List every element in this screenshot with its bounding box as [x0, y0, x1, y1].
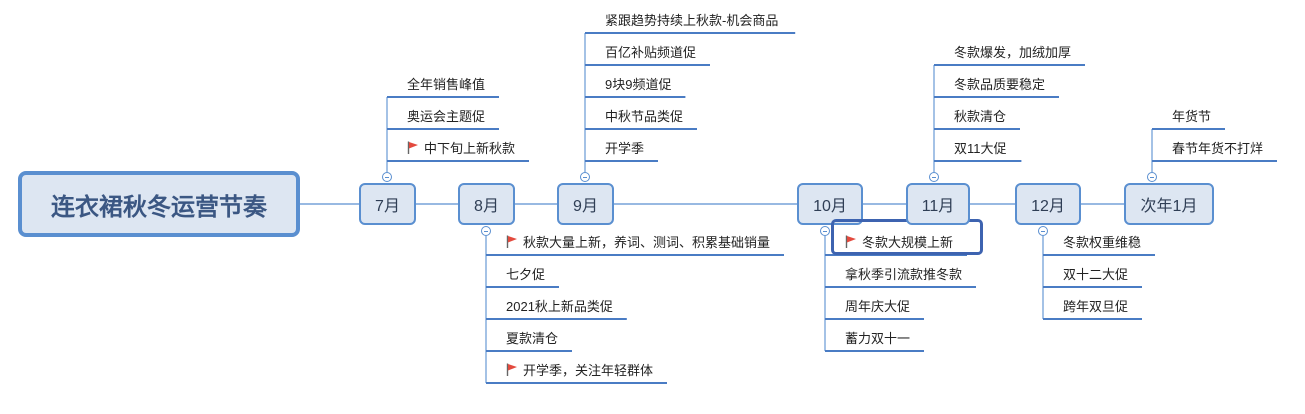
topic-item[interactable]: 中下旬上新秋款 — [407, 133, 515, 161]
red-flag-icon — [407, 141, 419, 154]
topic-text: 百亿补贴频道促 — [605, 44, 697, 60]
topic-item[interactable]: 拿秋季引流款推冬款 — [845, 259, 962, 287]
topic-item[interactable]: 奥运会主题促 — [407, 101, 485, 129]
topic-text: 蓄力双十一 — [845, 330, 911, 346]
month-label: 10月 — [813, 198, 847, 215]
month-label: 次年1月 — [1140, 198, 1198, 215]
topic-text: 夏款清仓 — [506, 330, 559, 346]
topic-text: 9块9频道促 — [605, 76, 672, 92]
month-node[interactable]: 次年1月 — [1124, 183, 1214, 225]
topic-item[interactable]: 蓄力双十一 — [845, 323, 910, 351]
collapse-toggle[interactable] — [382, 172, 392, 182]
collapse-toggle[interactable] — [1147, 172, 1157, 182]
topic-item[interactable]: 夏款清仓 — [506, 323, 558, 351]
red-flag-icon — [506, 235, 518, 248]
topic-item[interactable]: 周年庆大促 — [845, 291, 910, 319]
topic-text: 双十二大促 — [1063, 266, 1129, 282]
topic-text: 冬款权重维稳 — [1063, 234, 1142, 250]
topic-text: 中秋节品类促 — [605, 108, 684, 124]
topic-text: 开学季 — [605, 140, 645, 156]
topic-text: 秋款清仓 — [954, 108, 1007, 124]
topic-item[interactable]: 年货节 — [1172, 101, 1211, 129]
topic-item[interactable]: 全年销售峰值 — [407, 69, 485, 97]
topic-text: 年货节 — [1172, 108, 1212, 124]
month-node[interactable]: 12月 — [1015, 183, 1081, 225]
month-node[interactable]: 8月 — [458, 183, 515, 225]
collapse-toggle[interactable] — [1038, 226, 1048, 236]
topic-item[interactable]: 七夕促 — [506, 259, 545, 287]
topic-item[interactable]: 双11大促 — [954, 133, 1007, 161]
month-label: 7月 — [375, 198, 400, 215]
month-node[interactable]: 9月 — [557, 183, 614, 225]
root-title: 连衣裙秋冬运营节奏 — [51, 193, 267, 221]
collapse-toggle[interactable] — [580, 172, 590, 182]
topic-item[interactable]: 冬款爆发，加绒加厚 — [954, 37, 1071, 65]
topic-item[interactable]: 9块9频道促 — [605, 69, 671, 97]
topic-item[interactable]: 秋款清仓 — [954, 101, 1006, 129]
collapse-toggle[interactable] — [820, 226, 830, 236]
topic-text: 开学季，关注年轻群体 — [523, 362, 654, 378]
topic-text: 2021秋上新品类促 — [506, 298, 613, 314]
topic-text: 冬款品质要稳定 — [954, 76, 1046, 92]
month-label: 12月 — [1031, 198, 1065, 215]
red-flag-icon — [506, 363, 518, 376]
topic-text: 秋款大量上新，养词、测词、积累基础销量 — [523, 234, 771, 250]
topic-item[interactable]: 开学季，关注年轻群体 — [506, 355, 653, 383]
topic-text: 拿秋季引流款推冬款 — [845, 266, 963, 282]
topic-item[interactable]: 中秋节品类促 — [605, 101, 683, 129]
red-flag-icon — [845, 235, 857, 248]
topic-item[interactable]: 冬款权重维稳 — [1063, 227, 1141, 255]
month-label: 9月 — [573, 198, 598, 215]
topic-item[interactable]: 秋款大量上新，养词、测词、积累基础销量 — [506, 227, 770, 255]
topic-item[interactable]: 冬款品质要稳定 — [954, 69, 1045, 97]
topic-text: 紧跟趋势持续上秋款-机会商品 — [605, 12, 779, 28]
topic-text: 跨年双旦促 — [1063, 298, 1129, 314]
topic-item[interactable]: 跨年双旦促 — [1063, 291, 1128, 319]
topic-item[interactable]: 双十二大促 — [1063, 259, 1128, 287]
topic-text: 中下旬上新秋款 — [424, 140, 516, 156]
month-node[interactable]: 11月 — [906, 183, 970, 225]
topic-item[interactable]: 百亿补贴频道促 — [605, 37, 696, 65]
topic-text: 周年庆大促 — [845, 298, 911, 314]
topic-text: 春节年货不打烊 — [1172, 140, 1264, 156]
topic-text: 冬款爆发，加绒加厚 — [954, 44, 1072, 60]
topic-item[interactable]: 春节年货不打烊 — [1172, 133, 1263, 161]
month-label: 8月 — [474, 198, 499, 215]
month-node[interactable]: 7月 — [359, 183, 416, 225]
topic-item[interactable]: 冬款大规模上新 — [845, 227, 953, 255]
topic-item[interactable]: 开学季 — [605, 133, 644, 161]
root-topic[interactable]: 连衣裙秋冬运营节奏 — [18, 171, 300, 237]
collapse-toggle[interactable] — [929, 172, 939, 182]
topic-text: 冬款大规模上新 — [862, 234, 954, 250]
topic-item[interactable]: 2021秋上新品类促 — [506, 291, 613, 319]
topic-text: 七夕促 — [506, 266, 546, 282]
topic-text: 双11大促 — [954, 140, 1007, 156]
topic-text: 奥运会主题促 — [407, 108, 486, 124]
month-node[interactable]: 10月 — [797, 183, 863, 225]
month-label: 11月 — [921, 198, 955, 215]
topic-item[interactable]: 紧跟趋势持续上秋款-机会商品 — [605, 5, 778, 33]
topic-text: 全年销售峰值 — [407, 76, 486, 92]
collapse-toggle[interactable] — [481, 226, 491, 236]
